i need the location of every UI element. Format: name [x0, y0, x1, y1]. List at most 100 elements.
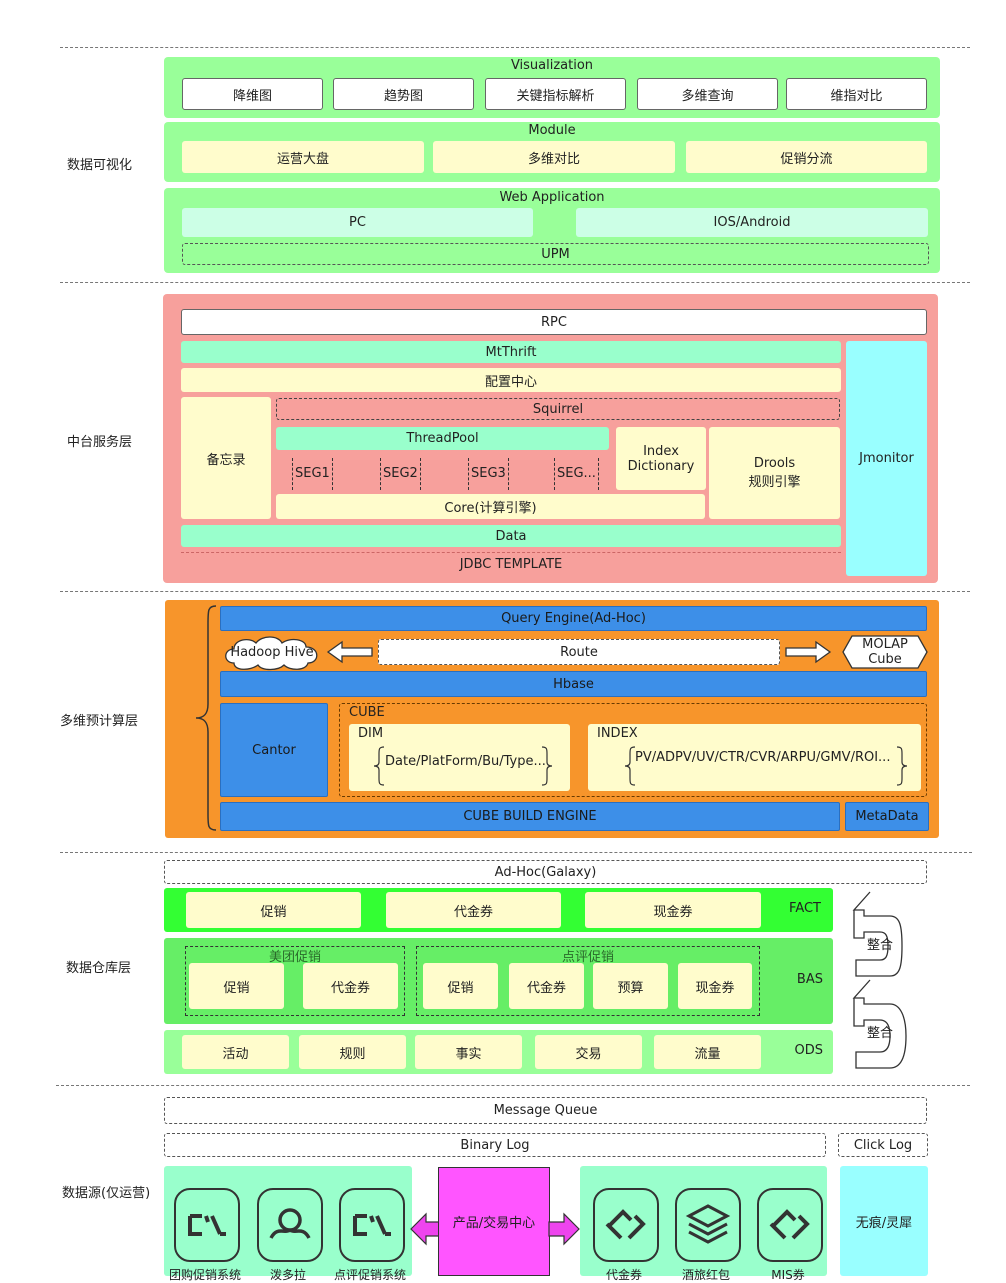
- module-item-1[interactable]: 运营大盘: [182, 141, 424, 173]
- integrate-arrow-lower-icon: [852, 979, 907, 1069]
- cube-build-engine-box[interactable]: CUBE BUILD ENGINE: [220, 802, 840, 831]
- message-queue-box[interactable]: Message Queue: [164, 1097, 927, 1124]
- dim-brace-left-icon: [373, 746, 385, 786]
- memo-box[interactable]: 备忘录: [181, 397, 271, 519]
- terminal-icon[interactable]: [174, 1188, 240, 1262]
- fact-item-3[interactable]: 现金券: [585, 892, 761, 928]
- hbase-box[interactable]: Hbase: [220, 671, 927, 697]
- index-dictionary-box[interactable]: Index Dictionary: [616, 427, 706, 490]
- upm-box[interactable]: UPM: [182, 243, 929, 265]
- webapp-item-pc[interactable]: PC: [182, 208, 533, 237]
- config-center-box[interactable]: 配置中心: [181, 368, 841, 392]
- source-left-label-3: 点评促销系统: [333, 1268, 406, 1282]
- integrate-label-1: 整合: [867, 938, 894, 953]
- arrow-left-icon: [326, 640, 373, 664]
- fact-label: FACT: [789, 901, 821, 916]
- layer-label-viz: 数据可视化: [67, 158, 133, 173]
- index-brace-left-icon: [624, 746, 636, 786]
- threadpool-box[interactable]: ThreadPool: [276, 427, 609, 450]
- ods-item-4[interactable]: 交易: [535, 1035, 642, 1069]
- seg-4: SEG...: [554, 458, 599, 490]
- dim-box[interactable]: DIM Date/PlatForm/Bu/Type...: [349, 724, 570, 791]
- drools-line-2: 规则引擎: [748, 475, 801, 490]
- molap-line-1: MOLAP: [862, 637, 908, 652]
- viz-item-5[interactable]: 维指对比: [786, 78, 927, 110]
- ods-label: ODS: [794, 1043, 824, 1058]
- dim-value: Date/PlatForm/Bu/Type...: [385, 754, 546, 769]
- rpc-box[interactable]: RPC: [181, 309, 927, 335]
- index-brace-right-icon: [896, 746, 908, 786]
- dianping-group: 点评促销: [416, 946, 760, 1016]
- seg-2: SEG2: [380, 458, 421, 490]
- fact-item-2[interactable]: 代金券: [386, 892, 561, 928]
- dianping-group-title: 点评促销: [561, 950, 614, 965]
- ods-item-1[interactable]: 活动: [182, 1035, 289, 1069]
- click-log-box[interactable]: Click Log: [838, 1133, 928, 1157]
- viz-item-4[interactable]: 多维查询: [637, 78, 778, 110]
- meituan-group: 美团促销: [185, 946, 405, 1016]
- source-right-label-3: MIS券: [771, 1268, 805, 1282]
- webapp-item-mobile[interactable]: IOS/Android: [576, 208, 928, 237]
- terminal-icon-2[interactable]: [339, 1188, 405, 1262]
- adhoc-galaxy-box[interactable]: Ad-Hoc(Galaxy): [164, 860, 927, 884]
- route-box[interactable]: Route: [378, 639, 780, 665]
- ods-item-5[interactable]: 流量: [654, 1035, 761, 1069]
- drools-line-1: Drools: [753, 456, 796, 471]
- coupon-icon-2[interactable]: [757, 1188, 823, 1262]
- mtthrift-box[interactable]: MtThrift: [181, 341, 841, 363]
- metadata-box[interactable]: MetaData: [845, 802, 929, 831]
- meituan-item-1[interactable]: 促销: [189, 963, 284, 1009]
- index-dictionary-line-2: Dictionary: [627, 458, 695, 474]
- layer-label-precompute: 多维预计算层: [60, 714, 139, 729]
- seg-3: SEG3: [468, 458, 509, 490]
- viz-item-2[interactable]: 趋势图: [333, 78, 474, 110]
- jmonitor-box[interactable]: Jmonitor: [846, 341, 927, 576]
- cube-box[interactable]: CUBE: [339, 703, 927, 797]
- arrow-right-icon: [785, 640, 832, 664]
- hadoop-hive-cloud-icon: [225, 636, 318, 671]
- integrate-arrow-upper-icon: [852, 891, 903, 977]
- product-trade-center-box[interactable]: 产品/交易中心: [438, 1167, 550, 1276]
- molap-cube-label[interactable]: MOLAP Cube: [844, 636, 926, 668]
- query-engine-box[interactable]: Query Engine(Ad-Hoc): [220, 606, 927, 631]
- coupon-icon[interactable]: [593, 1188, 659, 1262]
- module-title: Module: [528, 123, 576, 138]
- hadoop-hive-label[interactable]: Hadoop Hive: [230, 644, 314, 660]
- webapp-title: Web Application: [499, 190, 605, 205]
- meituan-group-title: 美团促销: [268, 950, 321, 965]
- data-box[interactable]: Data: [181, 525, 841, 547]
- meituan-item-2[interactable]: 代金券: [303, 963, 398, 1009]
- left-brace-icon: [195, 605, 217, 831]
- viz-item-1[interactable]: 降维图: [182, 78, 323, 110]
- wuhen-lingxi-box[interactable]: 无痕/灵犀: [840, 1166, 928, 1276]
- integrate-label-2: 整合: [867, 1026, 894, 1041]
- fact-item-1[interactable]: 促销: [186, 892, 361, 928]
- dianping-item-3[interactable]: 预算: [593, 963, 668, 1009]
- cube-title: CUBE: [349, 705, 385, 720]
- index-value: PV/ADPV/UV/CTR/CVR/ARPU/GMV/ROI...: [635, 750, 891, 765]
- dianping-item-4[interactable]: 现金券: [678, 963, 752, 1009]
- viz-item-3[interactable]: 关键指标解析: [485, 78, 626, 110]
- module-item-2[interactable]: 多维对比: [433, 141, 675, 173]
- index-box[interactable]: INDEX PV/ADPV/UV/CTR/CVR/ARPU/GMV/ROI...: [588, 724, 921, 791]
- layer-label-source: 数据源(仅运营): [62, 1186, 151, 1201]
- visualization-title: Visualization: [510, 58, 594, 73]
- molap-hexagon-icon: [842, 635, 928, 669]
- jdbc-template-box: JDBC TEMPLATE: [181, 552, 841, 576]
- ods-item-3[interactable]: 事实: [415, 1035, 522, 1069]
- module-item-3[interactable]: 促销分流: [686, 141, 927, 173]
- cloud-sync-icon[interactable]: [257, 1188, 323, 1262]
- dianping-item-2[interactable]: 代金券: [509, 963, 584, 1009]
- ods-item-2[interactable]: 规则: [299, 1035, 406, 1069]
- drools-box[interactable]: Drools 规则引擎: [709, 427, 840, 519]
- arrow-to-right-sources-icon: [548, 1212, 580, 1246]
- cantor-box[interactable]: Cantor: [220, 703, 328, 797]
- dim-title: DIM: [358, 726, 384, 741]
- core-engine-box[interactable]: Core(计算引擎): [276, 494, 705, 519]
- layer-label-middle: 中台服务层: [67, 435, 133, 450]
- layers-icon[interactable]: [675, 1188, 741, 1262]
- binary-log-box[interactable]: Binary Log: [164, 1133, 826, 1157]
- dianping-item-1[interactable]: 促销: [423, 963, 498, 1009]
- layer-label-warehouse: 数据仓库层: [66, 961, 132, 976]
- squirrel-box[interactable]: Squirrel: [276, 398, 840, 420]
